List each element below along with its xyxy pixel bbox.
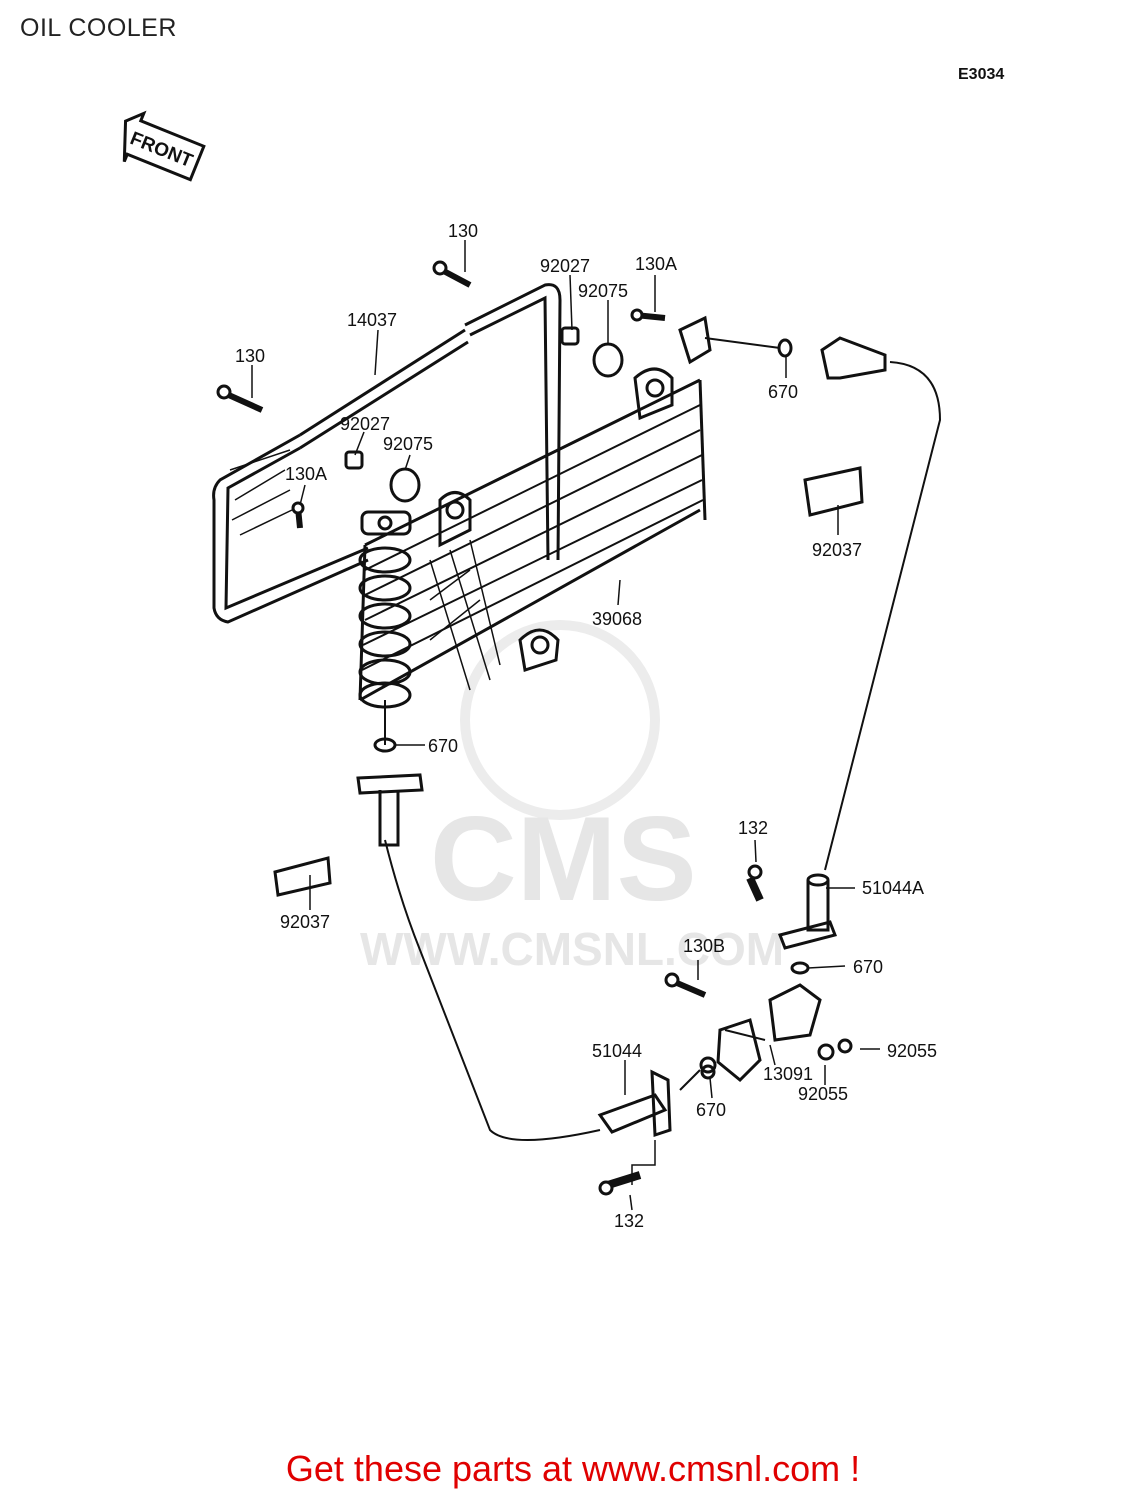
fittings: [273, 336, 887, 1138]
callout-92055-right: 92055: [887, 1041, 937, 1061]
front-arrow: FRONT: [122, 110, 206, 182]
callout-92055-bottom: 92055: [798, 1084, 848, 1104]
callout-130-left: 130: [235, 346, 265, 366]
diagram-code: E3034: [958, 66, 1005, 83]
callout-132-top: 132: [738, 818, 768, 838]
callout-92037-right: 92037: [812, 540, 862, 560]
callout-92027-top: 92027: [540, 256, 590, 276]
callout-13091: 13091: [763, 1064, 813, 1084]
callout-130-top: 130: [448, 221, 478, 241]
leader-lines: [251, 240, 880, 1211]
callout-130a-top: 130A: [635, 254, 677, 274]
callout-51044: 51044: [592, 1041, 642, 1061]
callout-670-top: 670: [768, 382, 798, 402]
callout-670-right: 670: [853, 957, 883, 977]
callout-670-bottom: 670: [696, 1100, 726, 1120]
callout-92027-left: 92027: [340, 414, 390, 434]
callout-92075-left: 92075: [383, 434, 433, 454]
page-title: OIL COOLER: [20, 14, 177, 42]
bracket-frame: [212, 283, 562, 624]
callout-132-bottom: 132: [614, 1211, 644, 1231]
cms-watermark: CMS WWW.CMSNL.COM: [360, 620, 784, 975]
fasteners: [216, 260, 764, 1196]
oil-cooler-core: [358, 367, 707, 709]
callout-51044a: 51044A: [862, 878, 924, 898]
part-callouts: 130 130 14037 92027 92027 92075 92075 13…: [235, 221, 937, 1231]
watermark-url: WWW.CMSNL.COM: [360, 923, 784, 975]
callout-14037: 14037: [347, 310, 397, 330]
callout-130a-left: 130A: [285, 464, 327, 484]
callout-670-middle: 670: [428, 736, 458, 756]
callout-92075-top: 92075: [578, 281, 628, 301]
watermark-logo: CMS: [430, 792, 697, 926]
oil-lines: [384, 337, 942, 1141]
footer-link[interactable]: Get these parts at www.cmsnl.com !: [285, 1448, 861, 1489]
callout-92037-left: 92037: [280, 912, 330, 932]
callout-130b: 130B: [683, 936, 725, 956]
callout-39068: 39068: [592, 609, 642, 629]
